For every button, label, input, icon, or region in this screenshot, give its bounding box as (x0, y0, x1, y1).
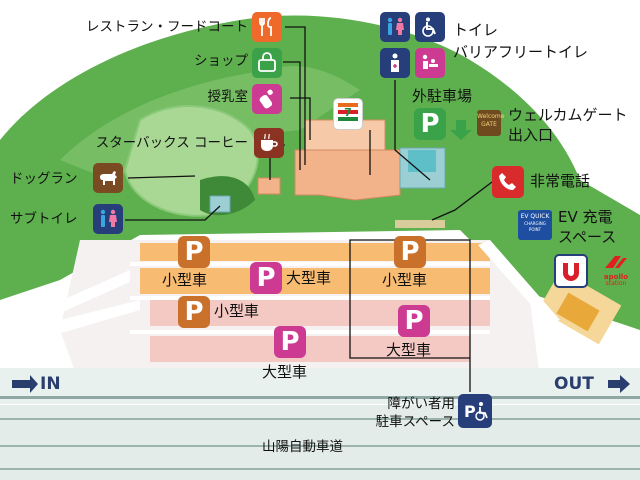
entrance-label: IN (40, 374, 61, 394)
restroom-building (408, 150, 436, 172)
leader-nursing (290, 97, 311, 140)
parking-divider-3 (130, 330, 490, 334)
fuel-brand-logo (554, 254, 588, 288)
apollo-mark-icon (605, 256, 627, 268)
ev-quick-sign: EV QUICK CHARGING POINT (518, 210, 552, 240)
label-large-car-2: 大型車 (386, 341, 432, 359)
label-outer-parking: 外駐車場 (412, 87, 473, 105)
apollo-station-logo: apollo station (596, 254, 636, 288)
starbucks-building (257, 177, 281, 195)
outer-parking-sign: P (414, 108, 446, 140)
exit-label: OUT (554, 374, 594, 394)
access-lane-left (20, 300, 140, 345)
expressway-line-2 (0, 418, 640, 420)
label-small-car-3: 小型車 (214, 302, 260, 320)
apollo-sub: station (605, 280, 627, 287)
leader-disabled (349, 239, 471, 392)
expressway-line-3 (0, 445, 640, 447)
welcome-gate-line2: 出入口 (508, 125, 554, 144)
coffee-cup-icon (254, 128, 284, 158)
large-car-parking-sign-3: P (274, 326, 306, 358)
expressway-line-1 (0, 396, 640, 399)
apollo-text: apollo (603, 273, 629, 281)
label-large-car-3: 大型車 (262, 363, 308, 381)
expressway-main (0, 405, 640, 480)
out-arrow (608, 375, 630, 393)
label-subtoilet: サブトイレ (10, 211, 78, 227)
apollo-building (556, 292, 600, 332)
large-car-parking-sign-2: P (398, 305, 430, 337)
expressway-label: 山陽自動車道 (262, 439, 343, 455)
shopping-bag-icon (252, 48, 282, 78)
large-car-parking-sign-1: P (250, 262, 282, 294)
label-starbucks: スターバックス コーヒー (95, 135, 248, 151)
phone-icon (492, 166, 524, 198)
restroom-icon (93, 204, 123, 234)
ev-quick-sub: CHARGING POINT (524, 221, 546, 232)
disabled-line1: 障がい者用 (387, 396, 456, 412)
disabled-parking-sign-letter: P (464, 402, 476, 421)
disabled-line2: 駐車スペース (375, 413, 455, 430)
gate-structure (395, 220, 445, 228)
leader-toilet (394, 80, 431, 181)
svg-text:7: 7 (344, 106, 352, 119)
leader-lines (125, 26, 493, 392)
label-large-car-1: 大型車 (286, 269, 332, 287)
main-building (294, 149, 401, 201)
welcome-gate-sign-text-1: Welcome (477, 113, 505, 120)
restroom-icon (380, 12, 410, 42)
label-disabled-parking: 障がい者用 駐車スペース (340, 396, 455, 431)
welcome-gate-sign-text-2: GATE (481, 120, 497, 128)
baby-changing-icon (415, 48, 445, 78)
label-barrierfree: バリアフリートイレ (453, 43, 589, 61)
parking-divider-2 (130, 296, 490, 300)
small-parking-band-2 (140, 268, 490, 294)
welcome-gate-sign: Welcome GATE (477, 110, 505, 136)
leader-subtoilet (125, 205, 221, 221)
parking-divider-1 (130, 262, 490, 266)
small-car-parking-sign-2: P (394, 236, 426, 268)
access-lane-right (478, 240, 560, 324)
ev-quick-text: EV QUICK (520, 213, 550, 220)
access-lane-left-2 (40, 270, 130, 322)
baby-bottle-icon (252, 84, 282, 114)
ev-line2: スペース (558, 227, 617, 246)
label-small-car-1: 小型車 (162, 271, 208, 289)
label-shop: ショップ (194, 53, 248, 69)
wheelchair-icon: P (458, 394, 492, 428)
label-toilet: トイレ (453, 21, 499, 39)
label-ev: EV 充電 スペース (558, 208, 616, 247)
dog-icon (93, 163, 123, 193)
leader-phone (431, 181, 493, 221)
label-small-car-2: 小型車 (382, 271, 428, 289)
leader-shop (283, 61, 301, 170)
label-nursing: 授乳室 (207, 89, 249, 105)
small-car-parking-sign-3: P (178, 296, 210, 328)
expressway-line-4 (0, 468, 640, 470)
subtoilet-building (209, 195, 231, 213)
fork-spoon-icon (252, 12, 282, 42)
in-arrow (12, 375, 38, 393)
small-car-parking-sign-1: P (178, 236, 210, 268)
welcome-gate-line1: ウェルカムゲート (508, 106, 628, 124)
label-dogrun: ドッグラン (10, 171, 78, 187)
wheelchair-icon (415, 12, 445, 42)
label-welcome-gate: ウェルカムゲート 出入口 (508, 106, 628, 145)
label-restaurant: レストラン・フードコート (86, 19, 248, 35)
leader-dogrun (127, 175, 196, 179)
gate-arrow (450, 120, 472, 140)
leader-restaurant (285, 26, 306, 165)
seven-eleven-logo: 7 (333, 98, 363, 130)
ev-line1: EV 充電 (558, 208, 613, 226)
label-emergency-phone: 非常電話 (530, 172, 591, 190)
ostomate-icon (380, 48, 410, 78)
